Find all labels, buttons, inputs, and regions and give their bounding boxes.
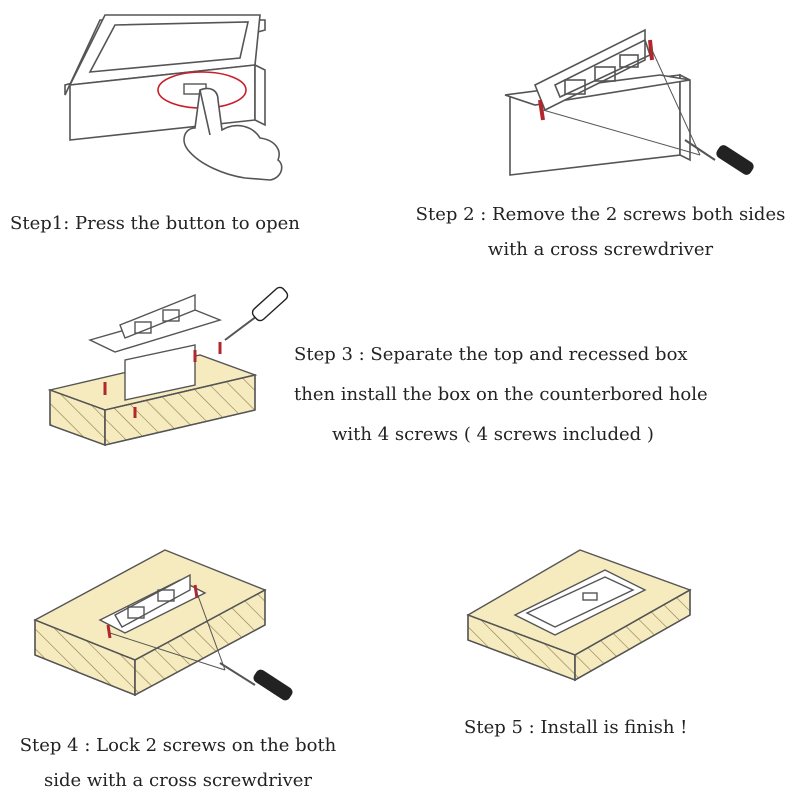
step3-illustration [47, 286, 289, 446]
caption-line: with a cross screwdriver [487, 239, 714, 260]
caption-line: then install the box on the counterbored… [294, 384, 708, 405]
step1-illustration [64, 14, 283, 181]
screw-left [538, 99, 545, 121]
hand-icon [183, 87, 283, 181]
screw-left [106, 624, 112, 639]
recessed-box [124, 344, 196, 401]
screwdriver-icon [224, 286, 289, 341]
caption-line: Step1: Press the button to open [10, 213, 300, 234]
step3-caption: Step 3 : Separate the top and recessed b… [294, 343, 708, 463]
step4-illustration [33, 549, 293, 701]
socket-box [98, 573, 207, 634]
open-socket-box [504, 28, 691, 176]
screwdriver-icon [684, 139, 754, 175]
step2-illustration [504, 28, 754, 176]
caption-line: side with a cross screwdriver [43, 770, 313, 791]
step1-caption: Step1: Press the button to open [10, 212, 300, 247]
top-frame [88, 293, 223, 353]
step2-caption: Step 2 : Remove the 2 screws both sides … [408, 203, 793, 273]
caption-line: Step 2 : Remove the 2 screws both sides [415, 204, 786, 225]
wooden-board [33, 549, 267, 697]
closed-lid [513, 569, 647, 636]
guide-line [109, 632, 226, 671]
caption-line: Step 3 : Separate the top and recessed b… [294, 344, 688, 365]
screw-right [648, 39, 654, 61]
caption-line: Step 5 : Install is finish ! [464, 717, 688, 738]
guide-line [651, 49, 701, 156]
caption-line: with 4 screws ( 4 screws included ) [332, 424, 654, 445]
step5-illustration [466, 549, 692, 682]
wooden-board [47, 354, 258, 446]
step4-caption: Step 4 : Lock 2 screws on the both side … [8, 734, 348, 804]
screwdriver-icon [219, 662, 293, 701]
guide-line [196, 592, 226, 671]
guide-line [542, 109, 701, 156]
step5-caption: Step 5 : Install is finish ! [464, 716, 687, 751]
caption-line: Step 4 : Lock 2 screws on the both [19, 735, 337, 756]
screw-right [193, 584, 199, 599]
